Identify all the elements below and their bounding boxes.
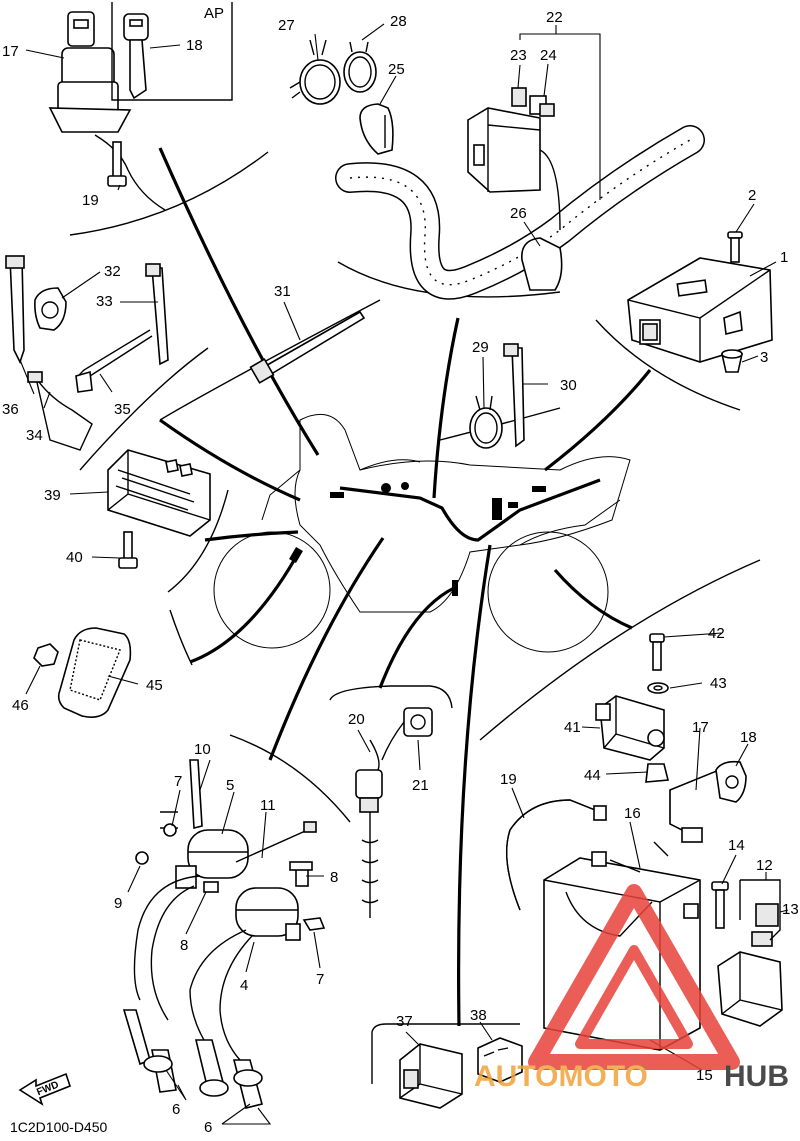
callout-31: 28 <box>390 13 407 30</box>
cable-tie-34 <box>249 310 366 384</box>
relay-bracket-44 <box>595 695 665 761</box>
callout-9: 9 <box>114 895 122 912</box>
callout-36: 33 <box>96 293 113 310</box>
battery-lead-19 <box>506 799 607 911</box>
callout-48: 45 <box>146 677 163 694</box>
screw-2 <box>727 231 743 263</box>
forward-arrow-icon: FWD <box>18 1072 71 1106</box>
nut-49 <box>33 643 59 667</box>
callout-21: 18 <box>186 37 203 54</box>
fuses <box>511 87 555 117</box>
sensor-23 <box>355 739 383 918</box>
callout-7-upper: 7 <box>174 773 182 790</box>
callout-10: 10 <box>194 741 211 758</box>
callout-37: 34 <box>26 427 43 444</box>
watermark-word-2: HUB <box>724 1060 789 1093</box>
callout-6-right: 6 <box>204 1119 212 1136</box>
main-switch <box>48 11 166 211</box>
starter-relay-12 <box>717 879 783 1027</box>
clamp-18 <box>715 760 747 803</box>
ignition-coils <box>133 811 313 1061</box>
callout-18-text: 18 <box>740 729 757 746</box>
callout-29: 26 <box>510 205 527 222</box>
ap-label: AP <box>204 5 224 22</box>
callout-14: 14 <box>728 837 745 854</box>
callout-8-right: 8 <box>330 869 338 886</box>
automotohub-watermark: AUTOMOTO HUB <box>474 884 789 1093</box>
callout-38: 35 <box>114 401 131 418</box>
callout-42: 39 <box>44 487 61 504</box>
callout-12: 12 <box>756 857 773 874</box>
callout-16: 16 <box>624 805 641 822</box>
callout-8-left: 8 <box>180 937 188 954</box>
callout-43: 40 <box>66 549 83 566</box>
callout-33: 30 <box>560 377 577 394</box>
callout-49: 46 <box>12 697 29 714</box>
callout-47: 44 <box>584 767 601 784</box>
callout-25: 22 <box>546 9 563 26</box>
callout-35: 32 <box>104 263 121 280</box>
control-unit-ecu <box>627 257 773 363</box>
callout-24: 21 <box>412 777 429 794</box>
callout-7-lower: 7 <box>316 971 324 988</box>
diagram-code: 1C2D100-D450 <box>10 1119 107 1135</box>
leader-lines <box>19 23 789 1125</box>
relay-40 <box>399 1043 463 1109</box>
rectifier-regulator <box>107 449 211 537</box>
callout-44: 41 <box>564 719 581 736</box>
callout-19-text: 19 <box>500 771 517 788</box>
cable-ties-10-11 <box>189 759 317 863</box>
callout-labels: 17 18 19 27 28 25 22 23 24 26 2 1 3 32 3… <box>2 9 799 1136</box>
callout-3: 3 <box>760 349 768 366</box>
callout-20: 17 <box>2 43 19 60</box>
callout-27: 24 <box>540 47 557 64</box>
reflector-48 <box>57 627 132 718</box>
watermark-word-1: AUTOMOTO <box>474 1060 648 1093</box>
left-clamps <box>5 255 169 451</box>
main-harness <box>158 147 652 1027</box>
callout-1: 1 <box>780 249 788 266</box>
bolt-43 <box>118 531 138 569</box>
collar-3 <box>721 349 743 373</box>
bolt-14 <box>711 881 729 929</box>
callout-13: 13 <box>782 901 799 918</box>
callout-2: 2 <box>748 187 756 204</box>
band-32-clamp-33 <box>469 343 525 449</box>
callout-45: 42 <box>708 625 725 642</box>
callout-28: 25 <box>388 61 405 78</box>
callout-4: 4 <box>240 977 248 994</box>
callout-46: 43 <box>710 675 727 692</box>
callout-32: 29 <box>472 339 489 356</box>
key-ap-box <box>111 2 233 101</box>
fuse-box <box>467 107 561 231</box>
clips-7-9 <box>135 823 326 931</box>
callout-15: 15 <box>696 1067 713 1084</box>
callout-5: 5 <box>226 777 234 794</box>
washer-46 <box>647 682 669 694</box>
callout-30: 27 <box>278 17 295 34</box>
clamp-24 <box>381 707 433 761</box>
callout-39: 36 <box>2 401 19 418</box>
hose-bands <box>289 39 394 155</box>
callout-22: 19 <box>82 192 99 209</box>
callout-26: 23 <box>510 47 527 64</box>
callout-40: 37 <box>396 1013 413 1030</box>
callout-17-text: 17 <box>692 719 709 736</box>
wiring-loom <box>335 125 705 300</box>
plug-caps-6 <box>122 1009 263 1109</box>
callout-6-left: 6 <box>172 1101 180 1118</box>
connector-41 <box>477 1037 523 1083</box>
callout-11: 11 <box>260 797 276 814</box>
damper-47 <box>645 763 670 783</box>
callout-23: 20 <box>348 711 365 728</box>
bolt-22 <box>107 141 127 187</box>
callout-41: 38 <box>470 1007 487 1024</box>
bolt-45 <box>649 633 665 671</box>
callout-34: 31 <box>274 283 291 300</box>
